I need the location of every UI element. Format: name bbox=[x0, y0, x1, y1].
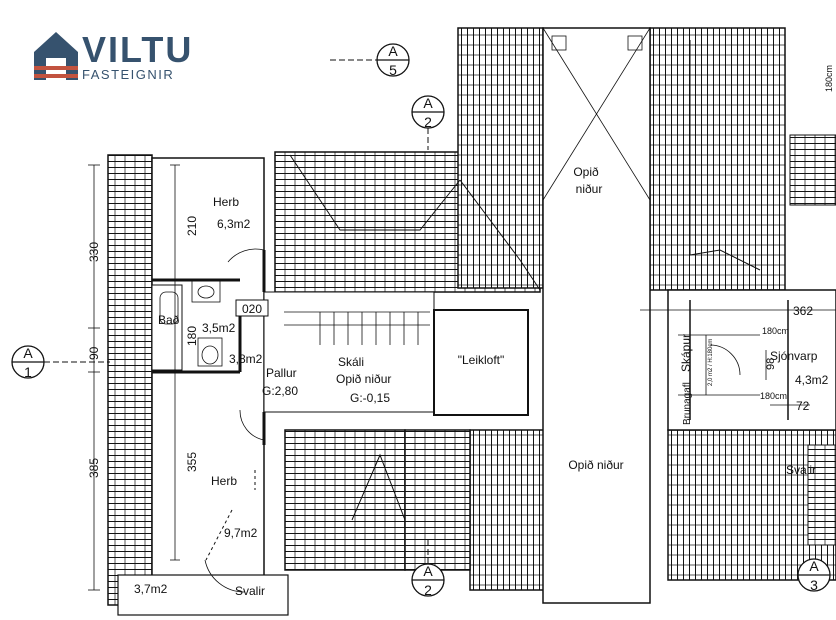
section-marker-a1: A 1 bbox=[11, 345, 110, 380]
room-herb-bottom-name: Herb bbox=[211, 474, 237, 488]
dim-180cm-mid: 180cm bbox=[762, 326, 789, 336]
section-a5-number: 5 bbox=[389, 62, 397, 78]
room-herb-top-name: Herb bbox=[213, 195, 239, 209]
room-sjonvarp-area: 4,3m2 bbox=[795, 373, 829, 387]
section-marker-a3: A 3 bbox=[797, 558, 831, 593]
dim-330: 330 bbox=[87, 242, 101, 262]
dim-355: 355 bbox=[185, 452, 199, 472]
section-a2-bottom-number: 2 bbox=[424, 582, 432, 598]
section-a1-number: 1 bbox=[24, 364, 32, 380]
roof-tiles bbox=[107, 27, 836, 606]
void-opid-line2: niður bbox=[576, 182, 603, 196]
section-a3-letter: A bbox=[809, 558, 819, 574]
section-marker-a2-top: A 2 bbox=[411, 95, 445, 150]
dim-362: 362 bbox=[793, 304, 813, 318]
room-herb-bottom-area: 9,7m2 bbox=[224, 526, 258, 540]
room-bad-name: Bað bbox=[158, 313, 180, 327]
dim-98: 98 bbox=[765, 358, 777, 370]
interior bbox=[117, 157, 836, 616]
svalir-right-name: Svalir bbox=[786, 463, 816, 477]
dim-180: 180 bbox=[185, 326, 199, 346]
section-marker-a5: A 5 bbox=[330, 43, 410, 78]
section-a3-number: 3 bbox=[810, 577, 818, 593]
room-pallur-height: G:2,80 bbox=[262, 384, 298, 398]
viltu-logo: VILTU FASTEIGNIR bbox=[32, 30, 202, 86]
room-sjonvarp-name: Sjónvarp bbox=[770, 349, 818, 363]
room-pallur-area: 3,8m2 bbox=[229, 352, 263, 366]
dim-020: 020 bbox=[242, 302, 262, 316]
dim-90: 90 bbox=[87, 346, 101, 360]
room-skapur-name: Skápur bbox=[679, 334, 693, 372]
section-a2-top-letter: A bbox=[423, 95, 433, 111]
brand-subtitle: FASTEIGNIR bbox=[82, 67, 175, 82]
section-a5-letter: A bbox=[388, 43, 398, 59]
room-labels: Herb 6,3m2 Bað 3,5m2 3,8m2 Pallur G:2,80… bbox=[134, 165, 829, 598]
room-skali-name: Skáli bbox=[338, 355, 364, 369]
balcony-left-area: 3,7m2 bbox=[134, 582, 168, 596]
room-herb-top-area: 6,3m2 bbox=[217, 217, 251, 231]
brand-name: VILTU bbox=[82, 29, 194, 70]
void-opid-nidur: Opið niður bbox=[568, 458, 623, 472]
dim-180cm-low: 180cm bbox=[760, 391, 787, 401]
dimension-labels: 330 90 385 210 180 355 020 362 98 72 180… bbox=[87, 65, 834, 478]
room-skali-note: Opið niður bbox=[336, 372, 391, 386]
label-height-note: 2,0 m2 / H:180cm bbox=[708, 339, 714, 386]
section-a1-letter: A bbox=[23, 345, 33, 361]
void-opid-line1: Opið bbox=[573, 165, 599, 179]
section-marker-a2-bottom: A 2 bbox=[411, 540, 445, 598]
dimension-lines bbox=[88, 164, 836, 591]
room-skali-height: G:-0,15 bbox=[350, 391, 390, 405]
room-bad-area: 3,5m2 bbox=[202, 321, 236, 335]
label-brunagafl: Brunagafl bbox=[682, 382, 693, 425]
balcony-left-name: Svalir bbox=[235, 584, 265, 598]
section-a2-top-number: 2 bbox=[424, 114, 432, 130]
room-leikloft-name: "Leikloft" bbox=[458, 353, 505, 367]
dim-180cm-top: 180cm bbox=[824, 65, 834, 92]
room-pallur-name: Pallur bbox=[266, 366, 297, 380]
dim-210: 210 bbox=[185, 216, 199, 236]
house-logo-icon bbox=[34, 32, 78, 80]
open-voids bbox=[542, 27, 651, 604]
dim-385: 385 bbox=[87, 458, 101, 478]
dim-72: 72 bbox=[796, 399, 810, 413]
section-a2-bottom-letter: A bbox=[423, 563, 433, 579]
